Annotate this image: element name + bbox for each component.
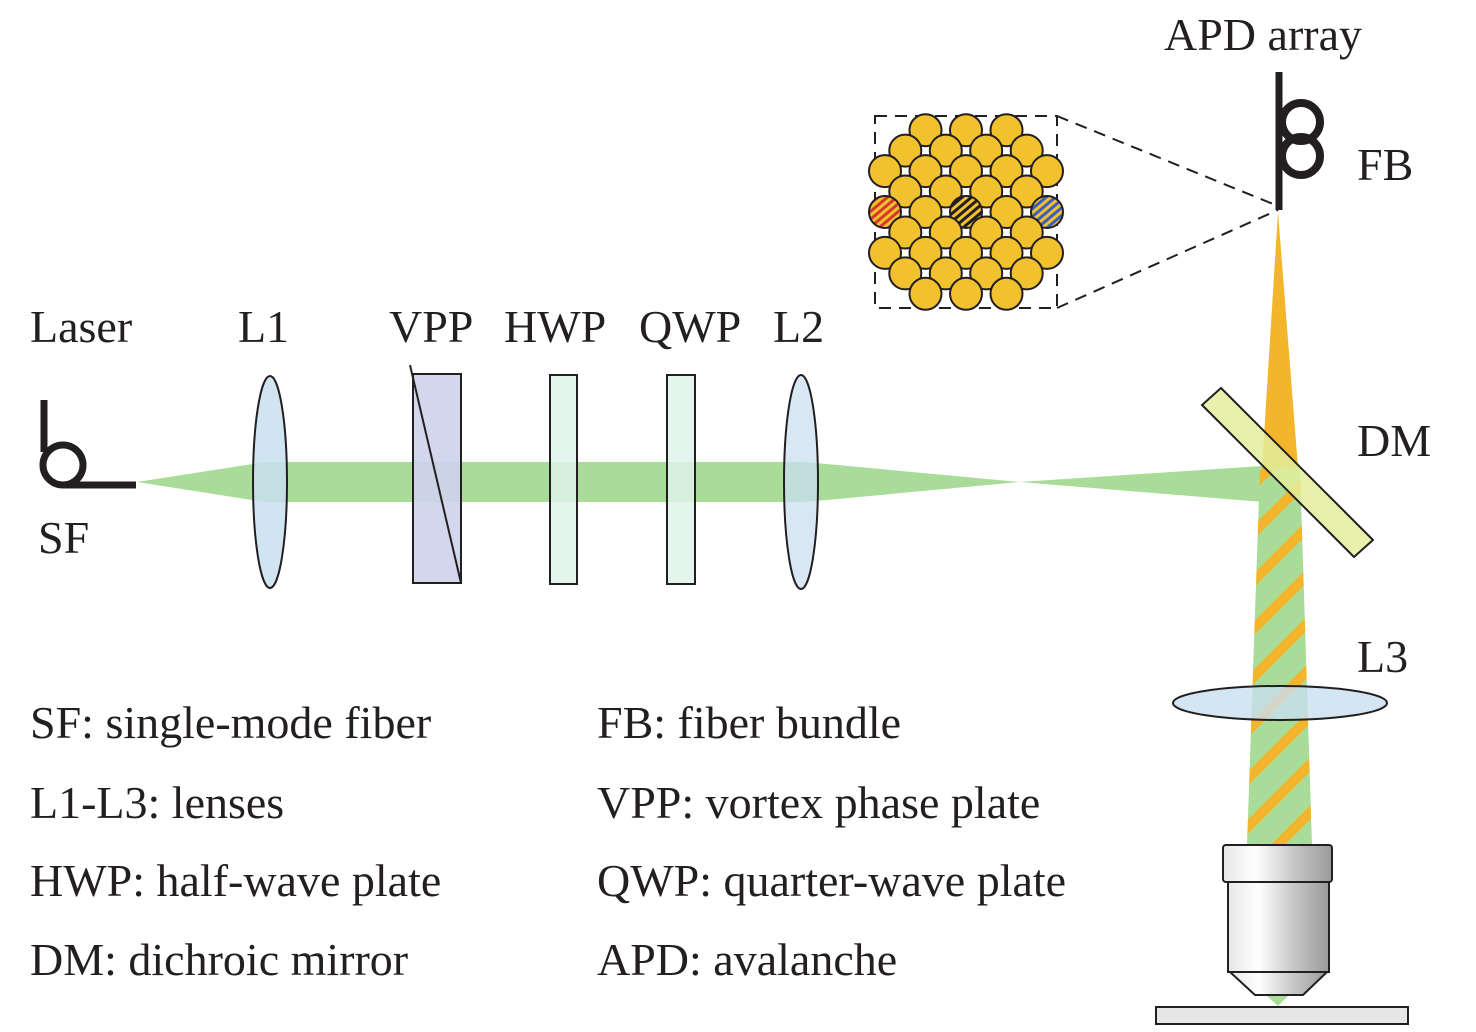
focus-beam: [1266, 995, 1289, 1006]
fiber-core: [949, 235, 983, 270]
legend-item: HWP: half-wave plate: [30, 855, 441, 906]
fiber-bundle-icon: [1275, 72, 1324, 210]
fiber-core-blue: [1030, 195, 1064, 229]
objective-lens: [1222, 844, 1333, 996]
fiber-core: [989, 276, 1024, 311]
legend-item: QWP: quarter-wave plate: [597, 855, 1066, 906]
fiber-core-center: [949, 195, 983, 229]
fiber-core: [928, 256, 963, 291]
label-apd-array: APD array: [1164, 9, 1362, 60]
vortex-phase-plate: [409, 364, 462, 584]
fiber-core-red: [868, 195, 902, 229]
legend-item: VPP: vortex phase plate: [597, 777, 1040, 828]
legend-item: FB: fiber bundle: [597, 697, 901, 748]
lens-l2: [783, 374, 819, 590]
label-hwp: HWP: [504, 301, 606, 352]
sample-slide: [1155, 1006, 1409, 1025]
legend: SF: single-mode fiber L1-L3: lenses HWP:…: [30, 697, 1066, 985]
fiber-core: [908, 113, 943, 148]
fiber-core: [1009, 256, 1044, 291]
fiber-core: [908, 195, 943, 229]
legend-item: SF: single-mode fiber: [30, 697, 431, 748]
label-fb: FB: [1357, 139, 1413, 190]
label-l2: L2: [773, 301, 824, 352]
fiber-core: [1030, 235, 1064, 270]
fiber-core: [888, 215, 923, 250]
dichroic-mirror: [1200, 386, 1375, 559]
fiber-core: [908, 276, 943, 311]
excitation-beam: [137, 462, 1275, 503]
fiber-core: [928, 174, 963, 209]
single-mode-fiber-icon: [39, 400, 136, 489]
fiber-core: [989, 195, 1024, 229]
label-l1: L1: [238, 301, 289, 352]
lens-l1: [252, 375, 288, 589]
label-qwp: QWP: [639, 301, 741, 352]
legend-item: L1-L3: lenses: [30, 777, 284, 828]
label-vpp: VPP: [389, 301, 473, 352]
half-wave-plate: [549, 374, 578, 585]
fiber-bundle-inset: [868, 113, 1064, 311]
fiber-core: [1009, 215, 1044, 250]
emission-beam: [1262, 212, 1298, 468]
combined-beam: [1247, 468, 1312, 845]
fiber-core: [888, 174, 923, 209]
fiber-core: [969, 133, 1004, 168]
fiber-core: [1030, 154, 1064, 189]
fiber-core: [989, 154, 1024, 189]
fiber-core: [1009, 174, 1044, 209]
component-labels: Laser SF L1 VPP HWP QWP L2 APD array FB …: [30, 9, 1431, 682]
fiber-core: [949, 113, 983, 148]
fiber-core: [888, 133, 923, 168]
fiber-core: [989, 113, 1024, 148]
zoom-lines: [1056, 115, 1279, 309]
fiber-core: [908, 154, 943, 189]
fiber-core: [868, 154, 902, 189]
lens-l3: [1172, 685, 1388, 721]
fiber-core: [1009, 133, 1044, 168]
fiber-core: [868, 235, 902, 270]
label-sf: SF: [38, 512, 89, 563]
fiber-core: [949, 154, 983, 189]
fiber-core: [908, 235, 943, 270]
fiber-core: [989, 235, 1024, 270]
fiber-core: [969, 256, 1004, 291]
label-laser: Laser: [30, 301, 132, 352]
fiber-core: [969, 174, 1004, 209]
legend-item: APD: avalanche: [597, 934, 897, 985]
fiber-core: [949, 276, 983, 311]
fiber-core: [928, 215, 963, 250]
fiber-core: [969, 215, 1004, 250]
legend-item: DM: dichroic mirror: [30, 934, 408, 985]
label-dm: DM: [1357, 415, 1431, 466]
fiber-core: [888, 256, 923, 291]
fiber-core: [928, 133, 963, 168]
label-l3: L3: [1357, 631, 1408, 682]
quarter-wave-plate: [666, 374, 696, 585]
